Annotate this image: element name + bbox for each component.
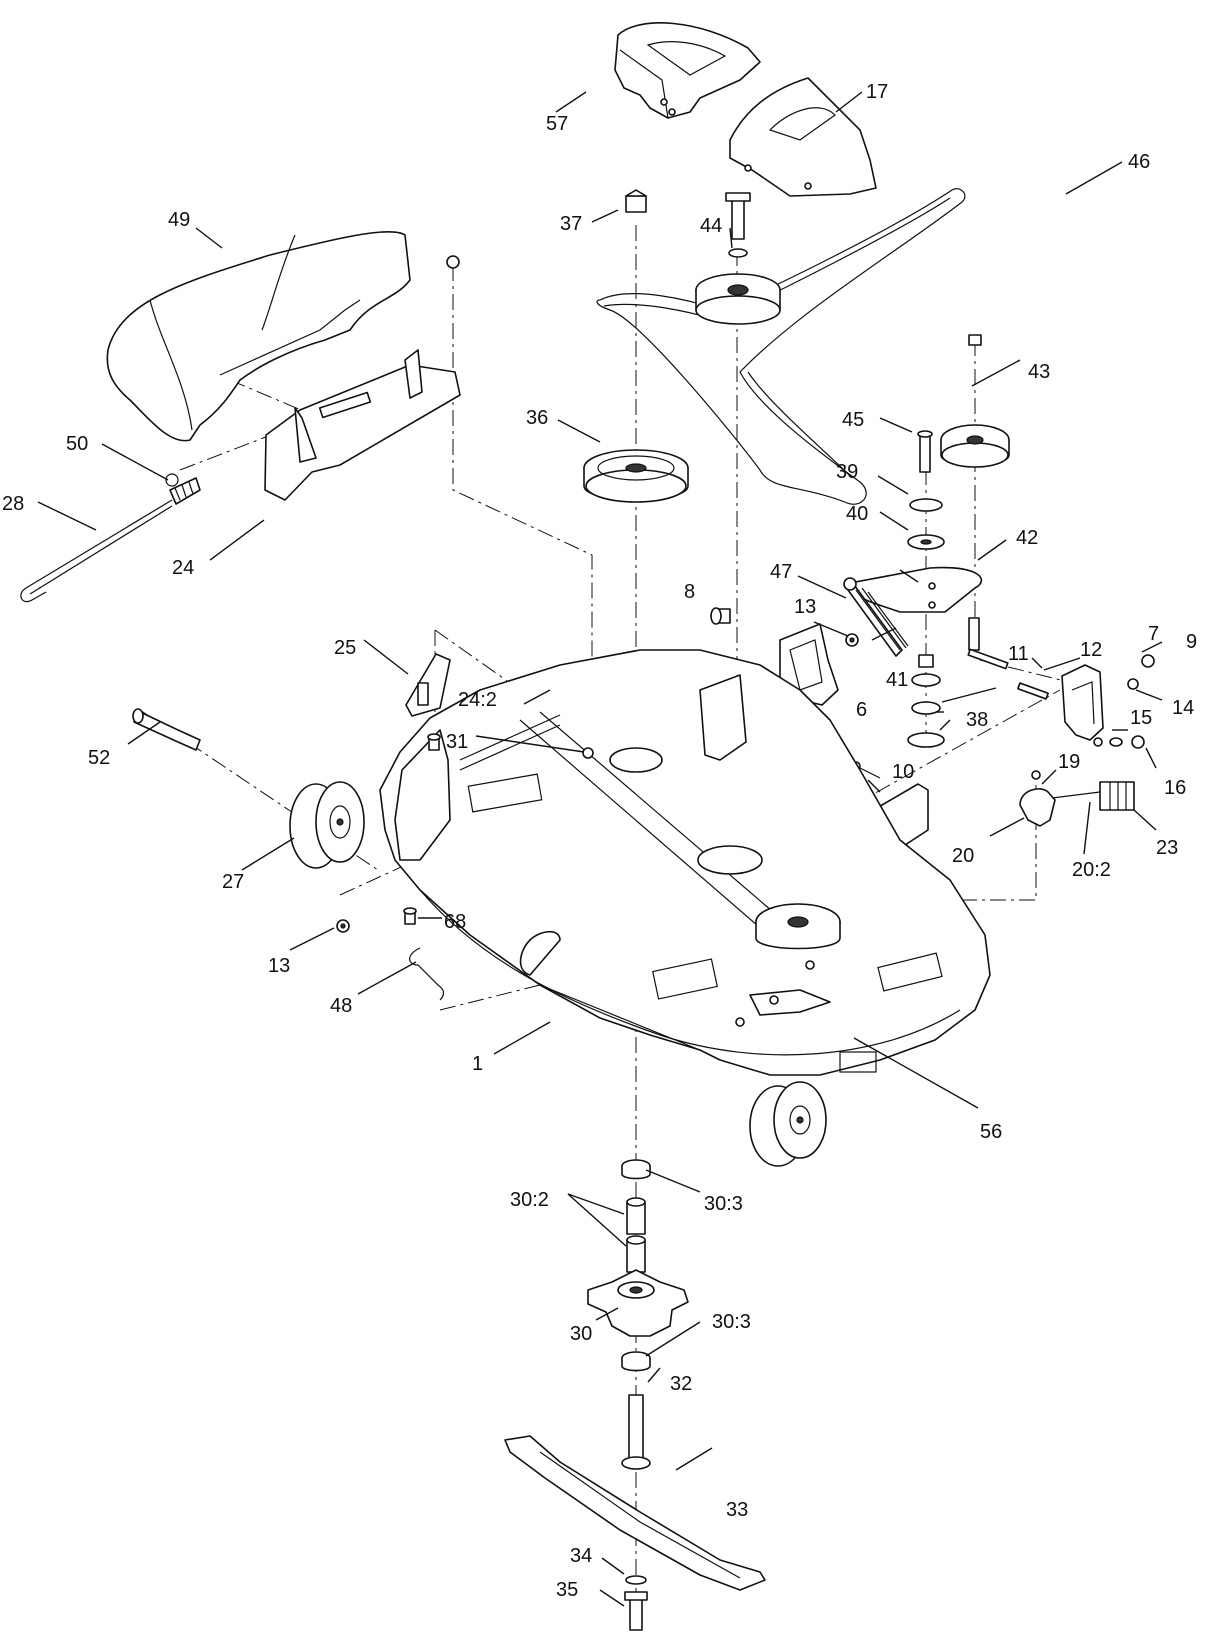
callout-50: 50 — [66, 433, 88, 455]
idler-pulley-43 — [940, 334, 1010, 468]
callout-33: 33 — [726, 1499, 748, 1521]
belt-shield-57 — [614, 22, 761, 119]
callout-46: 46 — [1128, 151, 1150, 173]
callout-24: 24 — [172, 557, 194, 579]
chute-bracket-24 — [264, 255, 461, 501]
discharge-chute-49 — [106, 230, 411, 442]
callout-16: 16 — [1164, 777, 1186, 799]
callout-36: 36 — [526, 407, 548, 429]
callout-23: 23 — [1156, 837, 1178, 859]
callout-30-3-lower: 30:3 — [712, 1311, 751, 1333]
callout-19: 19 — [1058, 751, 1080, 773]
callout-34: 34 — [570, 1545, 592, 1567]
callout-32: 32 — [670, 1373, 692, 1395]
callout-47: 47 — [770, 561, 792, 583]
callout-52: 52 — [88, 747, 110, 769]
idler-arm-assembly — [843, 430, 983, 748]
callout-17: 17 — [866, 81, 888, 103]
spindle-assembly — [587, 1159, 689, 1470]
bracket-25-hardware — [336, 653, 594, 1001]
callout-15: 15 — [1130, 707, 1152, 729]
spindle-pulley-36 — [583, 449, 689, 503]
callout-7: 7 — [1148, 623, 1159, 645]
callout-30-2: 30:2 — [510, 1189, 549, 1211]
nut-37 — [625, 189, 647, 213]
callout-30: 30 — [570, 1323, 592, 1345]
leader-lines — [37, 91, 1163, 1607]
callout-39: 39 — [836, 461, 858, 483]
callout-6: 6 — [856, 699, 867, 721]
callout-57: 57 — [546, 113, 568, 135]
callout-20: 20 — [952, 845, 974, 867]
bracket-7-hardware — [967, 648, 1155, 749]
callout-44: 44 — [700, 215, 722, 237]
callout-27: 27 — [222, 871, 244, 893]
callout-40: 40 — [846, 503, 868, 525]
rod-28-spring-50 — [20, 473, 201, 603]
callout-25: 25 — [334, 637, 356, 659]
blade-33-hardware — [504, 1435, 766, 1631]
callout-49: 49 — [168, 209, 190, 231]
callout-56: 56 — [980, 1121, 1002, 1143]
callout-38: 38 — [966, 709, 988, 731]
callout-42: 42 — [1016, 527, 1038, 549]
callout-9: 9 — [1186, 631, 1197, 653]
callout-13-upper: 13 — [794, 596, 816, 618]
callout-14: 14 — [1172, 697, 1194, 719]
idler-pulley-44 — [695, 192, 781, 325]
callout-35: 35 — [556, 1579, 578, 1601]
callout-24-2: 24:2 — [458, 689, 497, 711]
callout-10: 10 — [892, 761, 914, 783]
callout-37: 37 — [560, 213, 582, 235]
callout-12: 12 — [1080, 639, 1102, 661]
callout-1: 1 — [472, 1053, 483, 1075]
callout-labels: 1 6 7 8 9 10 11 12 13 13 14 15 16 17 19 … — [2, 81, 1197, 1601]
mower-deck-1 — [379, 649, 991, 1076]
callout-13-lower: 13 — [268, 955, 290, 977]
callout-41: 41 — [886, 669, 908, 691]
deck-wheel-front — [749, 1081, 827, 1167]
wash-port-fitting — [1019, 770, 1135, 827]
callout-8: 8 — [684, 581, 695, 603]
callout-45: 45 — [842, 409, 864, 431]
callout-28: 28 — [2, 493, 24, 515]
callout-30-3-upper: 30:3 — [704, 1193, 743, 1215]
callout-48: 48 — [330, 995, 352, 1017]
callout-31: 31 — [446, 731, 468, 753]
callout-68: 68 — [444, 911, 466, 933]
callout-11: 11 — [1008, 643, 1029, 665]
wheel-27-axle-52 — [132, 708, 365, 869]
callout-43: 43 — [1028, 361, 1050, 383]
belt-shield-17 — [729, 77, 877, 197]
callout-20-2: 20:2 — [1072, 859, 1111, 881]
